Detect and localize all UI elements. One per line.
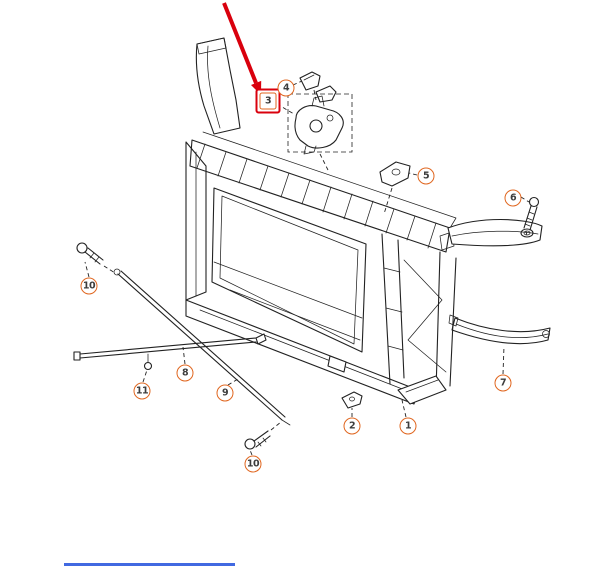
callout-label: 1 <box>399 417 417 435</box>
cross-bar <box>73 333 267 371</box>
front-carrier-frame <box>185 131 457 405</box>
screw-10-top <box>76 242 116 274</box>
callout-label: 2 <box>343 417 361 435</box>
callout-3[interactable]: 3 <box>255 88 281 114</box>
curved-side-bracket <box>448 314 551 345</box>
leader-lines <box>84 80 530 456</box>
callout-label: 7 <box>494 374 512 392</box>
callout-label: 9 <box>216 384 234 402</box>
callout-label: 10 <box>80 277 98 295</box>
callout-label: 4 <box>277 79 295 97</box>
callout-label: 5 <box>417 167 435 185</box>
callout-1[interactable]: 1 <box>399 417 417 435</box>
screw-10-bottom <box>244 421 282 450</box>
callout-9[interactable]: 9 <box>216 384 234 402</box>
callout-label: 11 <box>133 382 151 400</box>
screw-6 <box>523 196 540 237</box>
callout-label: 8 <box>176 364 194 382</box>
right-support-arm <box>447 218 543 247</box>
callout-label: 6 <box>504 189 522 207</box>
callout-11[interactable]: 11 <box>133 382 151 400</box>
lock-latch-assembly <box>287 71 353 171</box>
clip-11 <box>143 361 153 371</box>
footer-accent-line <box>64 563 235 566</box>
callout-10b[interactable]: 10 <box>244 455 262 473</box>
small-top-bracket <box>379 161 411 215</box>
callout-10a[interactable]: 10 <box>80 277 98 295</box>
air-duct-bracket <box>195 37 241 135</box>
callout-7[interactable]: 7 <box>494 374 512 392</box>
clip-2 <box>341 391 363 409</box>
callout-6[interactable]: 6 <box>504 189 522 207</box>
callout-label: 10 <box>244 455 262 473</box>
callout-8[interactable]: 8 <box>176 364 194 382</box>
callout-label: 3 <box>259 92 277 110</box>
callout-2[interactable]: 2 <box>343 417 361 435</box>
callout-5[interactable]: 5 <box>417 167 435 185</box>
callout-4[interactable]: 4 <box>277 79 295 97</box>
